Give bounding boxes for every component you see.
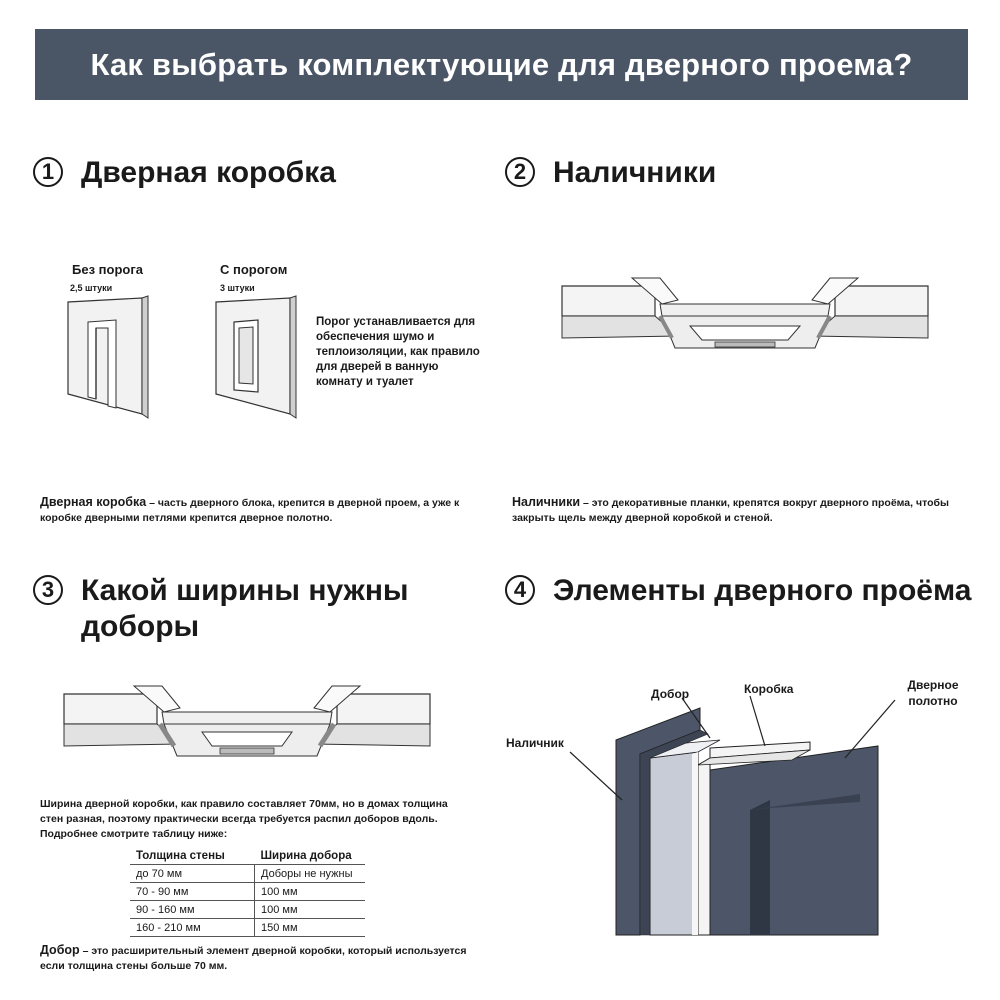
wall-thickness-table: Толщина стены Ширина добора до 70 мм Доб… [130, 848, 365, 937]
frame-with-threshold-illustration [215, 295, 297, 419]
trim-description-text: – это декоративные планки, крепятся вокр… [512, 497, 949, 524]
label-dobor: Добор [651, 687, 690, 701]
trim-description: Наличники – это декоративные планки, кре… [512, 495, 952, 526]
box-description: Дверная коробка – часть дверного блока, … [40, 495, 460, 526]
section-2-number: 2 [505, 157, 535, 187]
with-threshold-title: С порогом [220, 262, 288, 277]
table-row: 160 - 210 мм 150 мм [130, 918, 365, 937]
dobor-description: Добор – это расширительный элемент дверн… [40, 943, 480, 974]
header-banner: Как выбрать комплектующие для дверного п… [35, 29, 968, 100]
label-door-leaf: Дверное полотно [907, 678, 959, 708]
table-row: до 70 мм Доборы не нужны [130, 864, 365, 883]
dobor-description-text: – это расширительный элемент дверной кор… [40, 945, 467, 972]
table-cell: Доборы не нужны [254, 864, 365, 883]
trim-description-term: Наличники [512, 495, 581, 509]
table-header-wall: Толщина стены [136, 850, 225, 862]
table-cell: 90 - 160 мм [130, 900, 255, 919]
section-4-title: Элементы дверного проёма [553, 574, 972, 607]
table-header-row: Толщина стены Ширина добора [130, 848, 365, 865]
dobor-description-term: Добор [40, 943, 80, 957]
section-4-header: 4 Элементы дверного проёма [505, 573, 971, 609]
section-3-title: Какой ширины нужны доборы [81, 574, 409, 643]
section-1-title: Дверная коробка [81, 156, 336, 189]
section-1-header: 1 Дверная коробка [33, 155, 336, 191]
with-threshold-count: 3 штуки [220, 283, 255, 293]
label-korobka: Коробка [744, 682, 794, 696]
section-2-title: Наличники [553, 156, 717, 189]
frame-no-threshold-illustration [67, 295, 149, 419]
no-threshold-count: 2,5 штуки [70, 283, 113, 293]
table-row: 70 - 90 мм 100 мм [130, 882, 365, 901]
extension-cross-section-illustration [63, 685, 431, 757]
extension-intro: Ширина дверной коробки, как правило сост… [40, 798, 448, 840]
page-title: Как выбрать комплектующие для дверного п… [90, 46, 913, 82]
table-header-dobor: Ширина добора [260, 850, 352, 862]
trim-cross-section-illustration [561, 277, 929, 349]
label-nalichnik: Наличник [506, 736, 564, 750]
table-cell: 100 мм [254, 882, 365, 901]
section-2-header: 2 Наличники [505, 155, 716, 191]
threshold-note: Порог устанавливается для обеспечения шу… [316, 316, 480, 388]
table-cell: до 70 мм [130, 864, 255, 883]
table-cell: 70 - 90 мм [130, 882, 255, 901]
table-row: 90 - 160 мм 100 мм [130, 900, 365, 919]
table-cell: 100 мм [254, 900, 365, 919]
table-cell: 160 - 210 мм [130, 918, 255, 937]
table-cell: 150 мм [254, 918, 365, 937]
section-3-number: 3 [33, 575, 63, 605]
box-description-term: Дверная коробка [40, 495, 147, 509]
section-1-number: 1 [33, 157, 63, 187]
box-description-text: – часть дверного блока, крепится в дверн… [40, 497, 460, 524]
door-elements-illustration [569, 695, 896, 936]
no-threshold-title: Без порога [72, 262, 143, 277]
section-3-header: 3 Какой ширины нужны доборы [33, 573, 453, 645]
section-4-number: 4 [505, 575, 535, 605]
